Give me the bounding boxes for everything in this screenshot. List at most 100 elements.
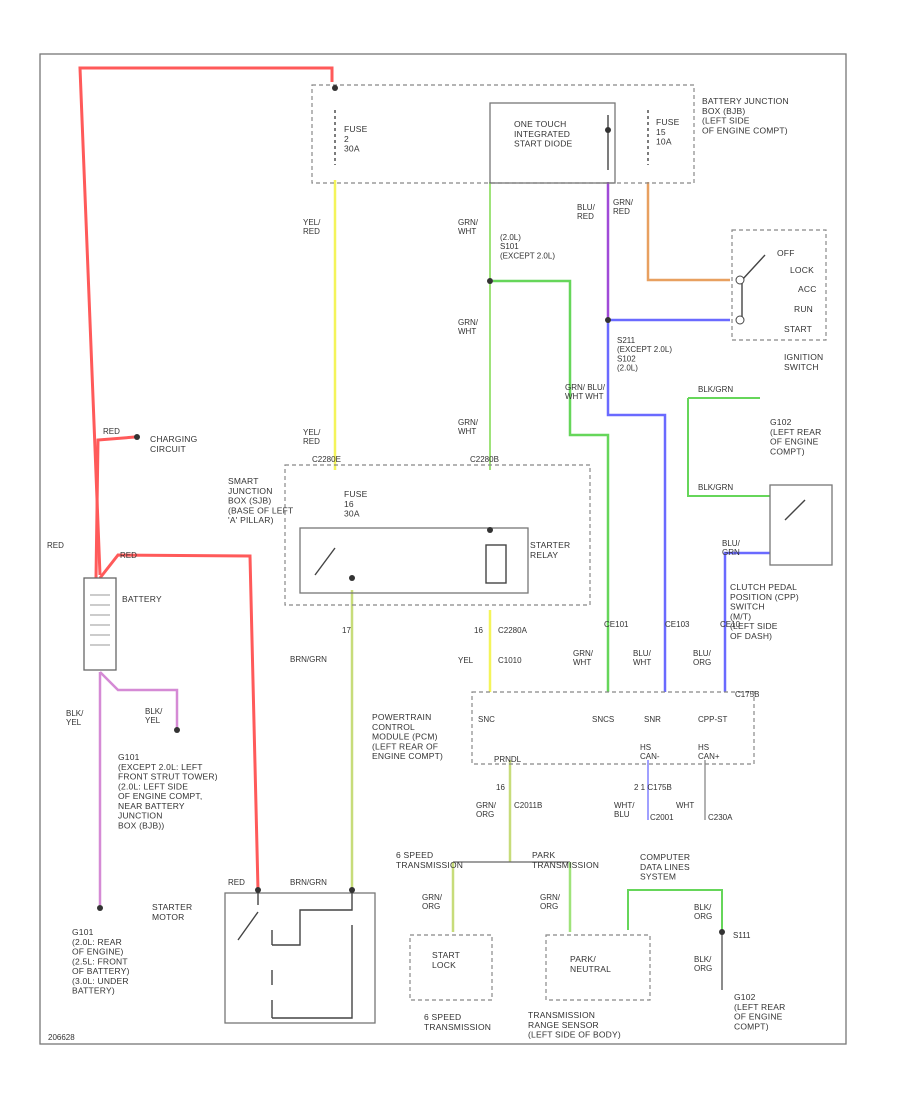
wire-blk-yel-label: BLK/YEL bbox=[66, 709, 84, 727]
battery-symbol bbox=[83, 577, 117, 671]
pcm-box bbox=[471, 691, 755, 765]
relay-coil-symbol bbox=[485, 544, 507, 584]
wire-yel-red-label-2: YEL/RED bbox=[303, 428, 321, 446]
wire-wht-label: WHT bbox=[676, 801, 694, 810]
wire-grn-wht-label-3: GRN/WHT bbox=[458, 418, 479, 436]
c1010-label: C1010 bbox=[498, 656, 522, 665]
clutch-switch-box bbox=[769, 484, 833, 566]
starter-relay-box bbox=[299, 527, 529, 594]
wire-red-side-label: RED bbox=[47, 541, 64, 550]
wire-blue-clutch bbox=[723, 551, 770, 692]
wire-yel-label: YEL bbox=[458, 656, 474, 665]
c2001-label: C2001 bbox=[650, 813, 674, 822]
wire-grn-org-label: GRN/ORG bbox=[476, 801, 497, 819]
start-lock-box bbox=[409, 934, 493, 1001]
wire-grn-wht-label-2: GRN/WHT bbox=[458, 318, 479, 336]
battery-cells bbox=[90, 594, 110, 646]
pcm-pin-snr: SNR bbox=[644, 715, 661, 724]
pcm-pin-snc: SNC bbox=[478, 715, 495, 724]
ignition-switch-symbol bbox=[741, 254, 766, 320]
wire-grn-wht2-label: GRN/WHT bbox=[573, 649, 594, 667]
ign-acc-label: ACC bbox=[798, 284, 817, 294]
ign-start-label: START bbox=[784, 324, 812, 334]
wire-grn-org2-label: GRN/ORG bbox=[422, 893, 443, 911]
wire-grn-red-label: GRN/RED bbox=[613, 198, 634, 216]
wire-red-charging bbox=[94, 435, 136, 579]
clutch-switch-symbol bbox=[784, 499, 806, 521]
pin-16b-label: 16 bbox=[496, 783, 505, 792]
wire-wht-blu-label: WHT/BLU bbox=[614, 801, 635, 819]
wire-yel-red-label: YEL/RED bbox=[303, 218, 321, 236]
c2280b-label: C2280B bbox=[470, 455, 499, 464]
ign-lock-label: LOCK bbox=[790, 265, 814, 275]
reference-label: 206628 bbox=[48, 1033, 75, 1042]
start-diode-box bbox=[489, 102, 616, 184]
c230a-label: C230A bbox=[708, 813, 733, 822]
c2011b-label: C2011B bbox=[514, 801, 542, 810]
c2280a-label: C2280A bbox=[498, 626, 528, 635]
ce103-label: CE103 bbox=[665, 620, 690, 629]
starter-motor-box bbox=[224, 892, 376, 1024]
wire-blk-org2-label: BLK/ORG bbox=[694, 955, 712, 973]
wire-red-starter bbox=[98, 553, 260, 891]
wire-blu-org-label: BLU/ORG bbox=[693, 649, 712, 667]
wire-blu-red-label: BLU/RED bbox=[577, 203, 596, 221]
ign-off-label: OFF bbox=[777, 248, 795, 258]
wire-red-top-label: RED bbox=[103, 427, 120, 436]
wire-brn-grn-label: BRN/GRN bbox=[290, 655, 327, 664]
ignition-switch-box bbox=[731, 229, 827, 341]
wire-red-battery-feed bbox=[78, 66, 334, 576]
park-neutral-label: PARK/NEUTRAL bbox=[570, 954, 611, 974]
wire-grn-blu-label: GRN/ BLU/WHT WHT bbox=[565, 383, 606, 401]
splice-s211-label: S211(EXCEPT 2.0L)S102(2.0L) bbox=[617, 336, 672, 373]
wire-grn-org3-label: GRN/ORG bbox=[540, 893, 561, 911]
wire-blk-grn-label: BLK/GRN bbox=[698, 385, 733, 394]
wire-grn-wht-label: GRN/WHT bbox=[458, 218, 479, 236]
wire-blk-org-label: BLK/ORG bbox=[694, 903, 712, 921]
wire-violet-g101 bbox=[99, 671, 179, 728]
wire-brn-grn2-label: BRN/GRN bbox=[290, 878, 327, 887]
can-pins-label: 2 1 C175B bbox=[634, 783, 672, 792]
wire-blu-wht-label: BLU/WHT bbox=[633, 649, 652, 667]
ign-run-label: RUN bbox=[794, 304, 813, 314]
relay-switch-symbol bbox=[314, 547, 336, 576]
starter-switch-symbol bbox=[237, 890, 353, 1019]
wire-green-clutch bbox=[687, 398, 770, 497]
pcm-pin-cpp: CPP-ST bbox=[698, 715, 727, 724]
park-neutral-box bbox=[545, 934, 651, 1001]
c175b-label: C175B bbox=[735, 690, 759, 699]
ce101-label: CE101 bbox=[604, 620, 629, 629]
pin-16-label: 16 bbox=[474, 626, 483, 635]
wire-orange-ignition bbox=[646, 182, 730, 282]
wire-green-pcm bbox=[493, 279, 610, 692]
wire-red-starter-label: RED bbox=[228, 878, 245, 887]
wire-green-data bbox=[627, 889, 723, 932]
smart-junction-box bbox=[284, 464, 591, 606]
splice-s201-label: (2.0L)S101(EXCEPT 2.0L) bbox=[500, 233, 555, 260]
ce10-label: CE10 bbox=[720, 620, 741, 629]
diagram-frame bbox=[39, 53, 847, 1045]
wire-blu-grn-label: BLU/GRN bbox=[722, 539, 741, 557]
pin-17-label: 17 bbox=[342, 626, 351, 635]
